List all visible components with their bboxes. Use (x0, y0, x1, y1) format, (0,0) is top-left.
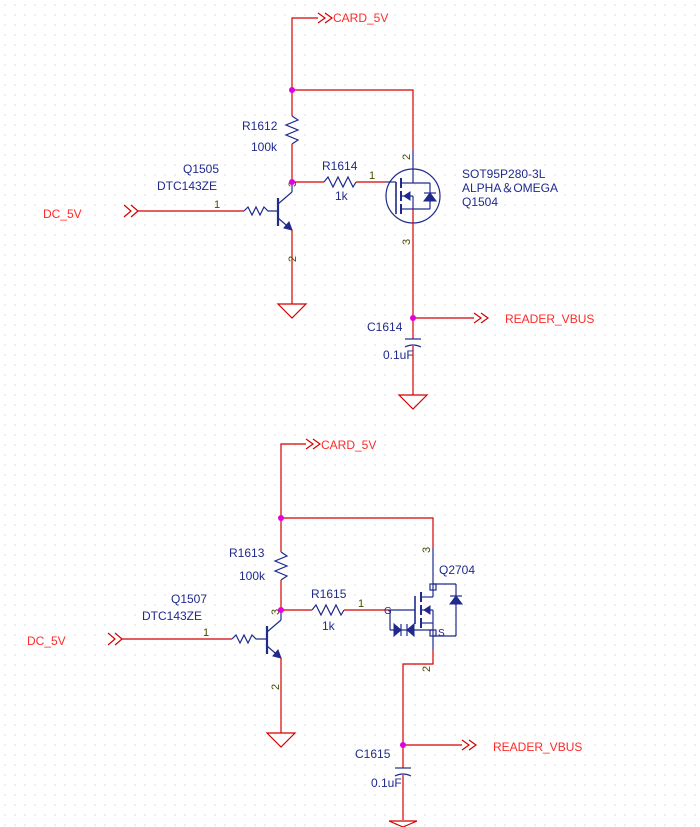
capacitor-c1614[interactable]: C1614 0.1uF (367, 318, 422, 395)
r1613-ref: R1613 (229, 546, 265, 560)
q1504-pin-3: 3 (401, 239, 413, 245)
circuit-1: CARD_5V R1612 100k R1614 1k 1 DC_5V (43, 11, 594, 410)
dc-5v-port[interactable]: DC_5V (27, 632, 232, 648)
circuit-2: CARD_5V R1613 100k R1615 1k 1 DC_5V (27, 438, 582, 827)
junction-dot (289, 87, 295, 93)
junction-dot (278, 607, 284, 613)
r1615-pin-1: 1 (358, 598, 364, 610)
resistor-r1613[interactable]: R1613 100k (229, 518, 289, 610)
r1615-ref: R1615 (311, 587, 347, 601)
top-rail-wire (281, 517, 434, 548)
r1612-ref: R1612 (242, 119, 278, 133)
ground-symbol (276, 303, 308, 319)
reader-vbus-port[interactable]: READER_VBUS (403, 739, 582, 754)
card-5v-label: CARD_5V (321, 438, 376, 452)
c1615-value: 0.1uF (371, 776, 402, 790)
q1507-ref: Q1507 (171, 592, 207, 606)
r1614-value: 1k (335, 189, 349, 203)
transistor-q1505[interactable]: Q1505 DTC143ZE 1 2 3 (157, 162, 299, 304)
q2704-source-label: S (438, 628, 445, 639)
q2704-pin-3: 3 (421, 547, 433, 553)
card-5v-label: CARD_5V (333, 11, 388, 25)
r1614-ref: R1614 (322, 159, 358, 173)
q1504-package: SOT95P280-3L (462, 167, 546, 181)
mosfet-q2704[interactable]: G S 3 2 (384, 547, 475, 745)
card-5v-port[interactable]: CARD_5V (280, 438, 376, 518)
q1505-part: DTC143ZE (157, 179, 217, 193)
q1504-ref: Q1504 (462, 195, 498, 209)
c1615-ref: C1615 (355, 747, 391, 761)
c1614-value: 0.1uF (383, 348, 414, 362)
dc-5v-label: DC_5V (27, 634, 66, 648)
q1507-pin-1: 1 (203, 627, 209, 639)
r1614-pin-1: 1 (369, 170, 375, 182)
q2704-gate-label: G (384, 606, 392, 617)
junction-dot (278, 515, 284, 521)
q2704-pin-2: 2 (421, 666, 433, 672)
q1505-pin-2: 2 (287, 256, 299, 262)
q1504-pin-2: 2 (401, 154, 413, 160)
mosfet-q1504[interactable]: 2 3 SOT95P280-3L ALPHA＆OMEGA Q1504 (385, 150, 558, 316)
junction-dot (410, 315, 416, 321)
q1507-part: DTC143ZE (142, 609, 202, 623)
reader-vbus-label: READER_VBUS (505, 312, 594, 326)
transistor-q1507[interactable]: Q1507 DTC143ZE 1 2 3 (142, 592, 282, 733)
q1504-vendor: ALPHA＆OMEGA (462, 181, 558, 195)
junction-dot (400, 742, 406, 748)
r1615-value: 1k (322, 619, 336, 633)
ground-symbol (397, 394, 429, 410)
q2704-ref: Q2704 (439, 563, 475, 577)
reader-vbus-port[interactable]: READER_VBUS (413, 312, 594, 326)
resistor-r1615[interactable]: R1615 1k 1 (281, 587, 390, 633)
r1613-value: 100k (239, 569, 266, 583)
dc-5v-port[interactable]: DC_5V (43, 204, 244, 221)
resistor-r1614[interactable]: R1614 1k 1 (292, 159, 386, 203)
ground-symbol (388, 820, 418, 827)
q1505-ref: Q1505 (183, 162, 219, 176)
ground-symbol (265, 732, 297, 748)
capacitor-c1615[interactable]: C1615 0.1uF (355, 745, 412, 820)
reader-vbus-label: READER_VBUS (493, 740, 582, 754)
top-rail-wire (292, 89, 414, 150)
junction-dot (289, 179, 295, 185)
q1505-pin-1: 1 (214, 199, 220, 211)
c1614-ref: C1614 (367, 320, 403, 334)
q1507-pin-2: 2 (270, 684, 282, 690)
card-5v-port[interactable]: CARD_5V (291, 11, 388, 90)
r1612-value: 100k (251, 140, 278, 154)
dc-5v-label: DC_5V (43, 207, 82, 221)
resistor-r1612[interactable]: R1612 100k (242, 90, 300, 182)
q1507-pin-3: 3 (270, 609, 282, 615)
